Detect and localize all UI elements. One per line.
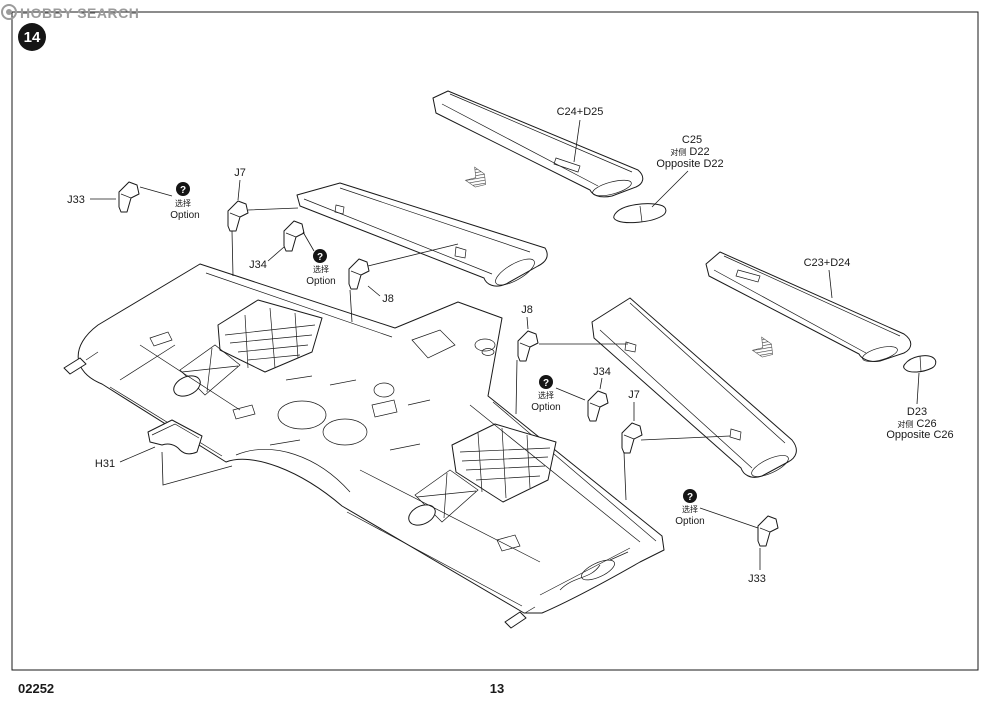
label-c24-d25: C24+D25 <box>557 106 604 118</box>
option-label-en: Option <box>306 276 335 287</box>
label-d23-opposite-en: Opposite C26 <box>886 429 953 441</box>
option-label-cn: 选择 <box>175 198 191 208</box>
part-j34-left <box>283 220 305 252</box>
left-wheel-well <box>217 299 323 373</box>
label-j7-left: J7 <box>234 167 246 179</box>
flap-c23-d24 <box>705 251 912 362</box>
part-d23 <box>903 355 937 373</box>
step-badge-icon <box>18 23 46 51</box>
question-icon <box>683 489 697 503</box>
label-h31: H31 <box>95 458 115 470</box>
label-j8-right: J8 <box>521 304 533 316</box>
question-icon <box>539 375 553 389</box>
flap-right-middle <box>591 297 797 478</box>
label-c25-opposite-en: Opposite D22 <box>656 158 723 170</box>
page-frame <box>11 11 979 671</box>
part-h31 <box>147 419 203 455</box>
option-label-en: Option <box>170 210 199 221</box>
option-label-cn: 选择 <box>682 504 698 514</box>
question-icon <box>313 249 327 263</box>
product-code: 02252 <box>18 681 54 696</box>
option-label-cn: 选择 <box>538 390 554 400</box>
watermark-text: HOBBY SEARCH <box>20 5 139 21</box>
option-label-en: Option <box>675 516 704 527</box>
label-c23-d24: C23+D24 <box>804 257 851 269</box>
label-d23: D23 <box>907 406 927 418</box>
question-icon <box>176 182 190 196</box>
label-c25: C25 <box>682 134 702 146</box>
hobby-search-logo-icon <box>1 4 17 20</box>
question-icon-glyph: ? <box>317 252 323 263</box>
leader-lines <box>90 119 920 570</box>
flap-left-middle <box>296 182 548 287</box>
question-icon-glyph: ? <box>180 185 186 196</box>
label-j7-right: J7 <box>628 389 640 401</box>
label-j34-right: J34 <box>593 366 611 378</box>
label-j33-right: J33 <box>748 573 766 585</box>
option-mark: ? 选择 Option <box>531 375 561 413</box>
main-wing <box>63 263 665 629</box>
label-j33-left: J33 <box>67 194 85 206</box>
part-j8-right <box>517 330 539 362</box>
part-j8-left <box>348 258 370 290</box>
watermark: HOBBY SEARCH <box>1 4 139 21</box>
part-j7-right <box>621 422 643 454</box>
step-number: 14 <box>24 29 41 46</box>
option-label-cn: 选择 <box>313 264 329 274</box>
part-j7-left <box>227 200 249 232</box>
part-j34-right <box>587 390 609 422</box>
right-wheel-well <box>451 423 557 503</box>
page-number: 13 <box>490 681 504 696</box>
motion-arrow-icon <box>464 166 486 188</box>
option-mark: ? 选择 Option <box>306 249 336 287</box>
option-mark: ? 选择 Option <box>675 489 705 527</box>
step-badge: 14 <box>18 23 46 51</box>
option-label-en: Option <box>531 402 560 413</box>
part-c25 <box>613 203 667 224</box>
part-j33-left <box>118 181 140 213</box>
question-icon-glyph: ? <box>543 378 549 389</box>
label-j34-left: J34 <box>249 259 267 271</box>
label-j8-left: J8 <box>382 293 394 305</box>
flap-c24-d25 <box>432 90 644 198</box>
motion-arrow-icon <box>751 336 773 358</box>
question-icon-glyph: ? <box>687 492 693 503</box>
option-mark: ? 选择 Option <box>170 182 200 221</box>
part-j33-right <box>757 515 779 547</box>
